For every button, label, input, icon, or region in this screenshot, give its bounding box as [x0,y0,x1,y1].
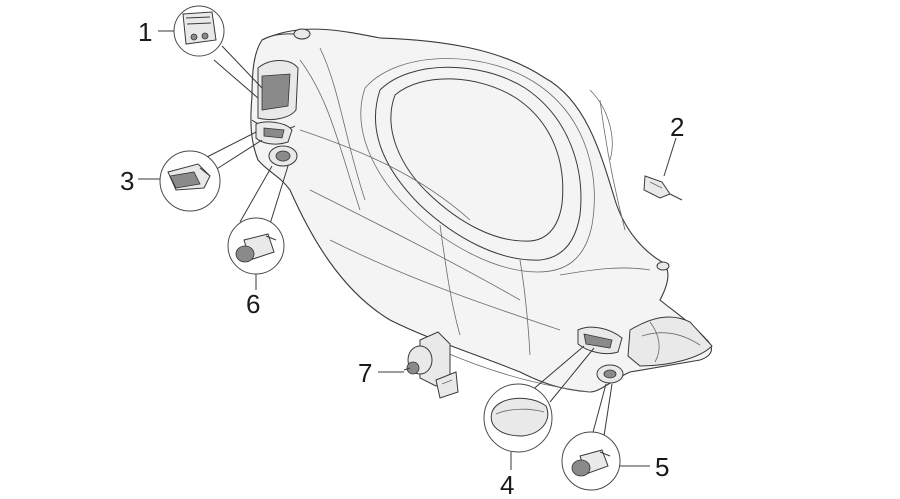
callout-2: 2 [670,112,684,142]
part-3-switch [159,150,221,212]
part-1-display-unit [173,5,225,57]
part-6-button [227,217,285,275]
part-5-button [561,431,621,491]
callout-7: 7 [358,358,372,388]
part-4-lens-cover [483,383,553,453]
callout-3: 3 [120,166,134,196]
part-2-bulb [643,175,683,201]
leader-lines [138,30,677,470]
callout-4: 4 [500,470,514,499]
callout-5: 5 [655,452,669,482]
callout-6: 6 [246,289,260,319]
callout-1: 1 [138,17,152,47]
part-7-socket [403,331,459,399]
callout-numbers: 1 2 3 4 5 6 7 [120,17,684,499]
handlebar-cover-body [250,28,713,393]
